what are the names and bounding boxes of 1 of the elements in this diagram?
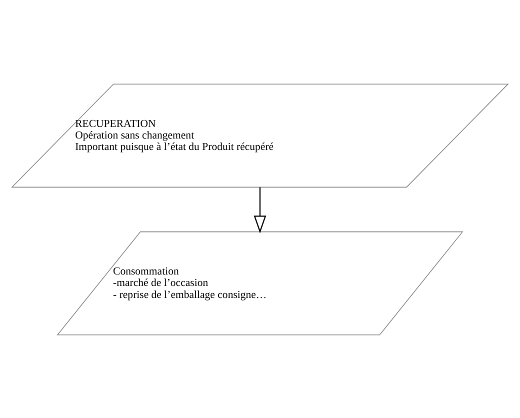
- arrow: [254, 186, 266, 233]
